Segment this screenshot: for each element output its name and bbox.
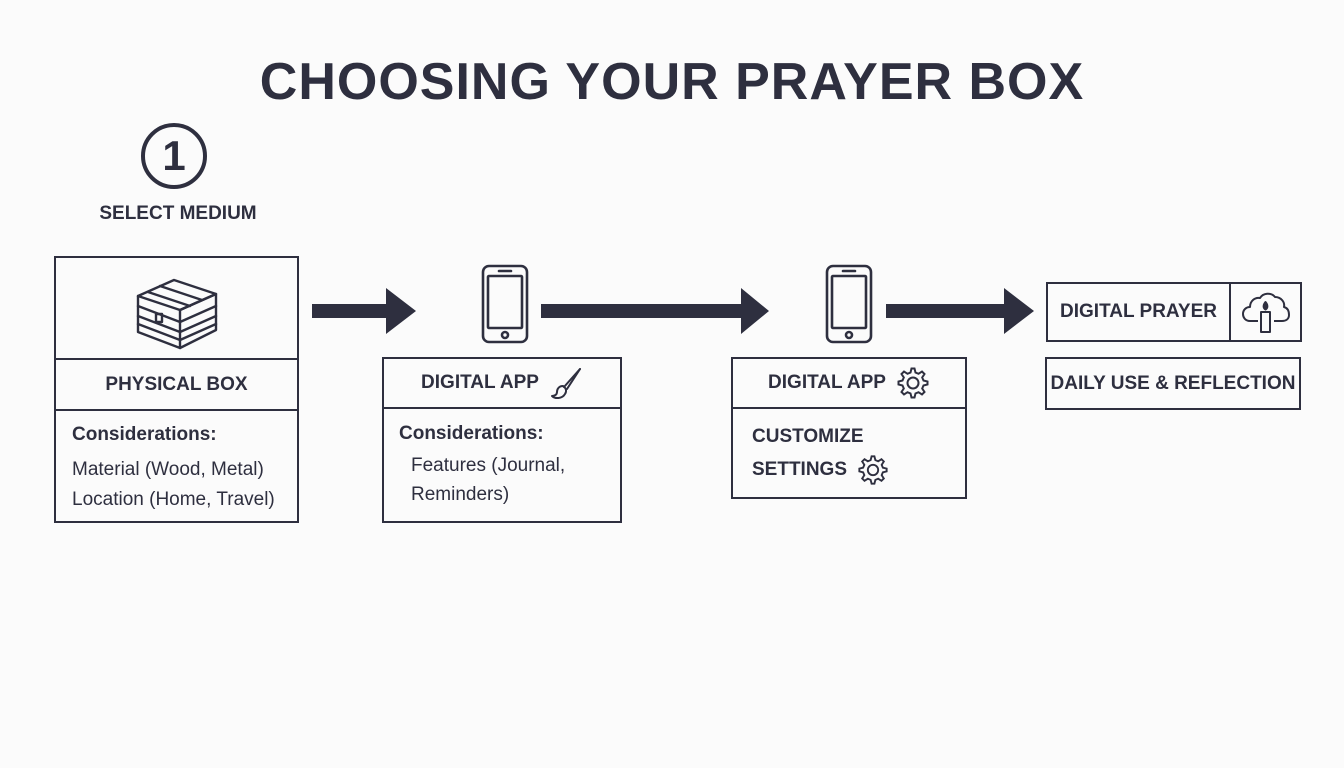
physical-consideration-material: Material (Wood, Metal) (72, 459, 264, 480)
customize-settings-card: DIGITAL APP CUSTOMIZE SETTINGS (731, 357, 967, 499)
daily-use-reflection-box: DAILY USE & REFLECTION (1045, 357, 1301, 410)
digital-app-header-label: DIGITAL APP (421, 372, 539, 393)
digital-app-consideration-features: Features (Journal, (411, 455, 566, 476)
physical-box-card: PHYSICAL BOX Considerations: Material (W… (54, 256, 299, 523)
smartphone-icon (481, 264, 529, 344)
smartphone-icon (825, 264, 873, 344)
right-arrow-icon (541, 288, 769, 334)
cloud-candle-icon (1231, 284, 1300, 340)
right-arrow-icon (886, 288, 1034, 334)
gear-icon (857, 454, 889, 486)
digital-app-header-label: DIGITAL APP (768, 372, 886, 393)
physical-considerations-label: Considerations: (72, 424, 217, 445)
digital-app-header: DIGITAL APP (733, 359, 965, 409)
digital-app-considerations-label: Considerations: (399, 423, 544, 444)
physical-consideration-location: Location (Home, Travel) (72, 489, 275, 510)
wooden-chest-icon (134, 270, 220, 350)
digital-prayer-box: DIGITAL PRAYER (1046, 282, 1302, 342)
digital-prayer-label: DIGITAL PRAYER (1048, 284, 1231, 340)
paintbrush-icon (549, 366, 583, 400)
gear-icon (896, 366, 930, 400)
digital-app-consideration-reminders: Reminders) (411, 484, 510, 505)
page-title: CHOOSING YOUR PRAYER BOX (259, 53, 1085, 111)
step-number-badge: 1 (141, 123, 207, 189)
digital-app-card: DIGITAL APP Considerations: Features (Jo… (382, 357, 622, 523)
physical-box-header: PHYSICAL BOX (105, 373, 248, 395)
step-label: SELECT MEDIUM (99, 203, 257, 224)
right-arrow-icon (312, 288, 416, 334)
customize-label: CUSTOMIZE (752, 426, 864, 447)
settings-label: SETTINGS (752, 459, 848, 480)
digital-app-header: DIGITAL APP (384, 359, 620, 409)
